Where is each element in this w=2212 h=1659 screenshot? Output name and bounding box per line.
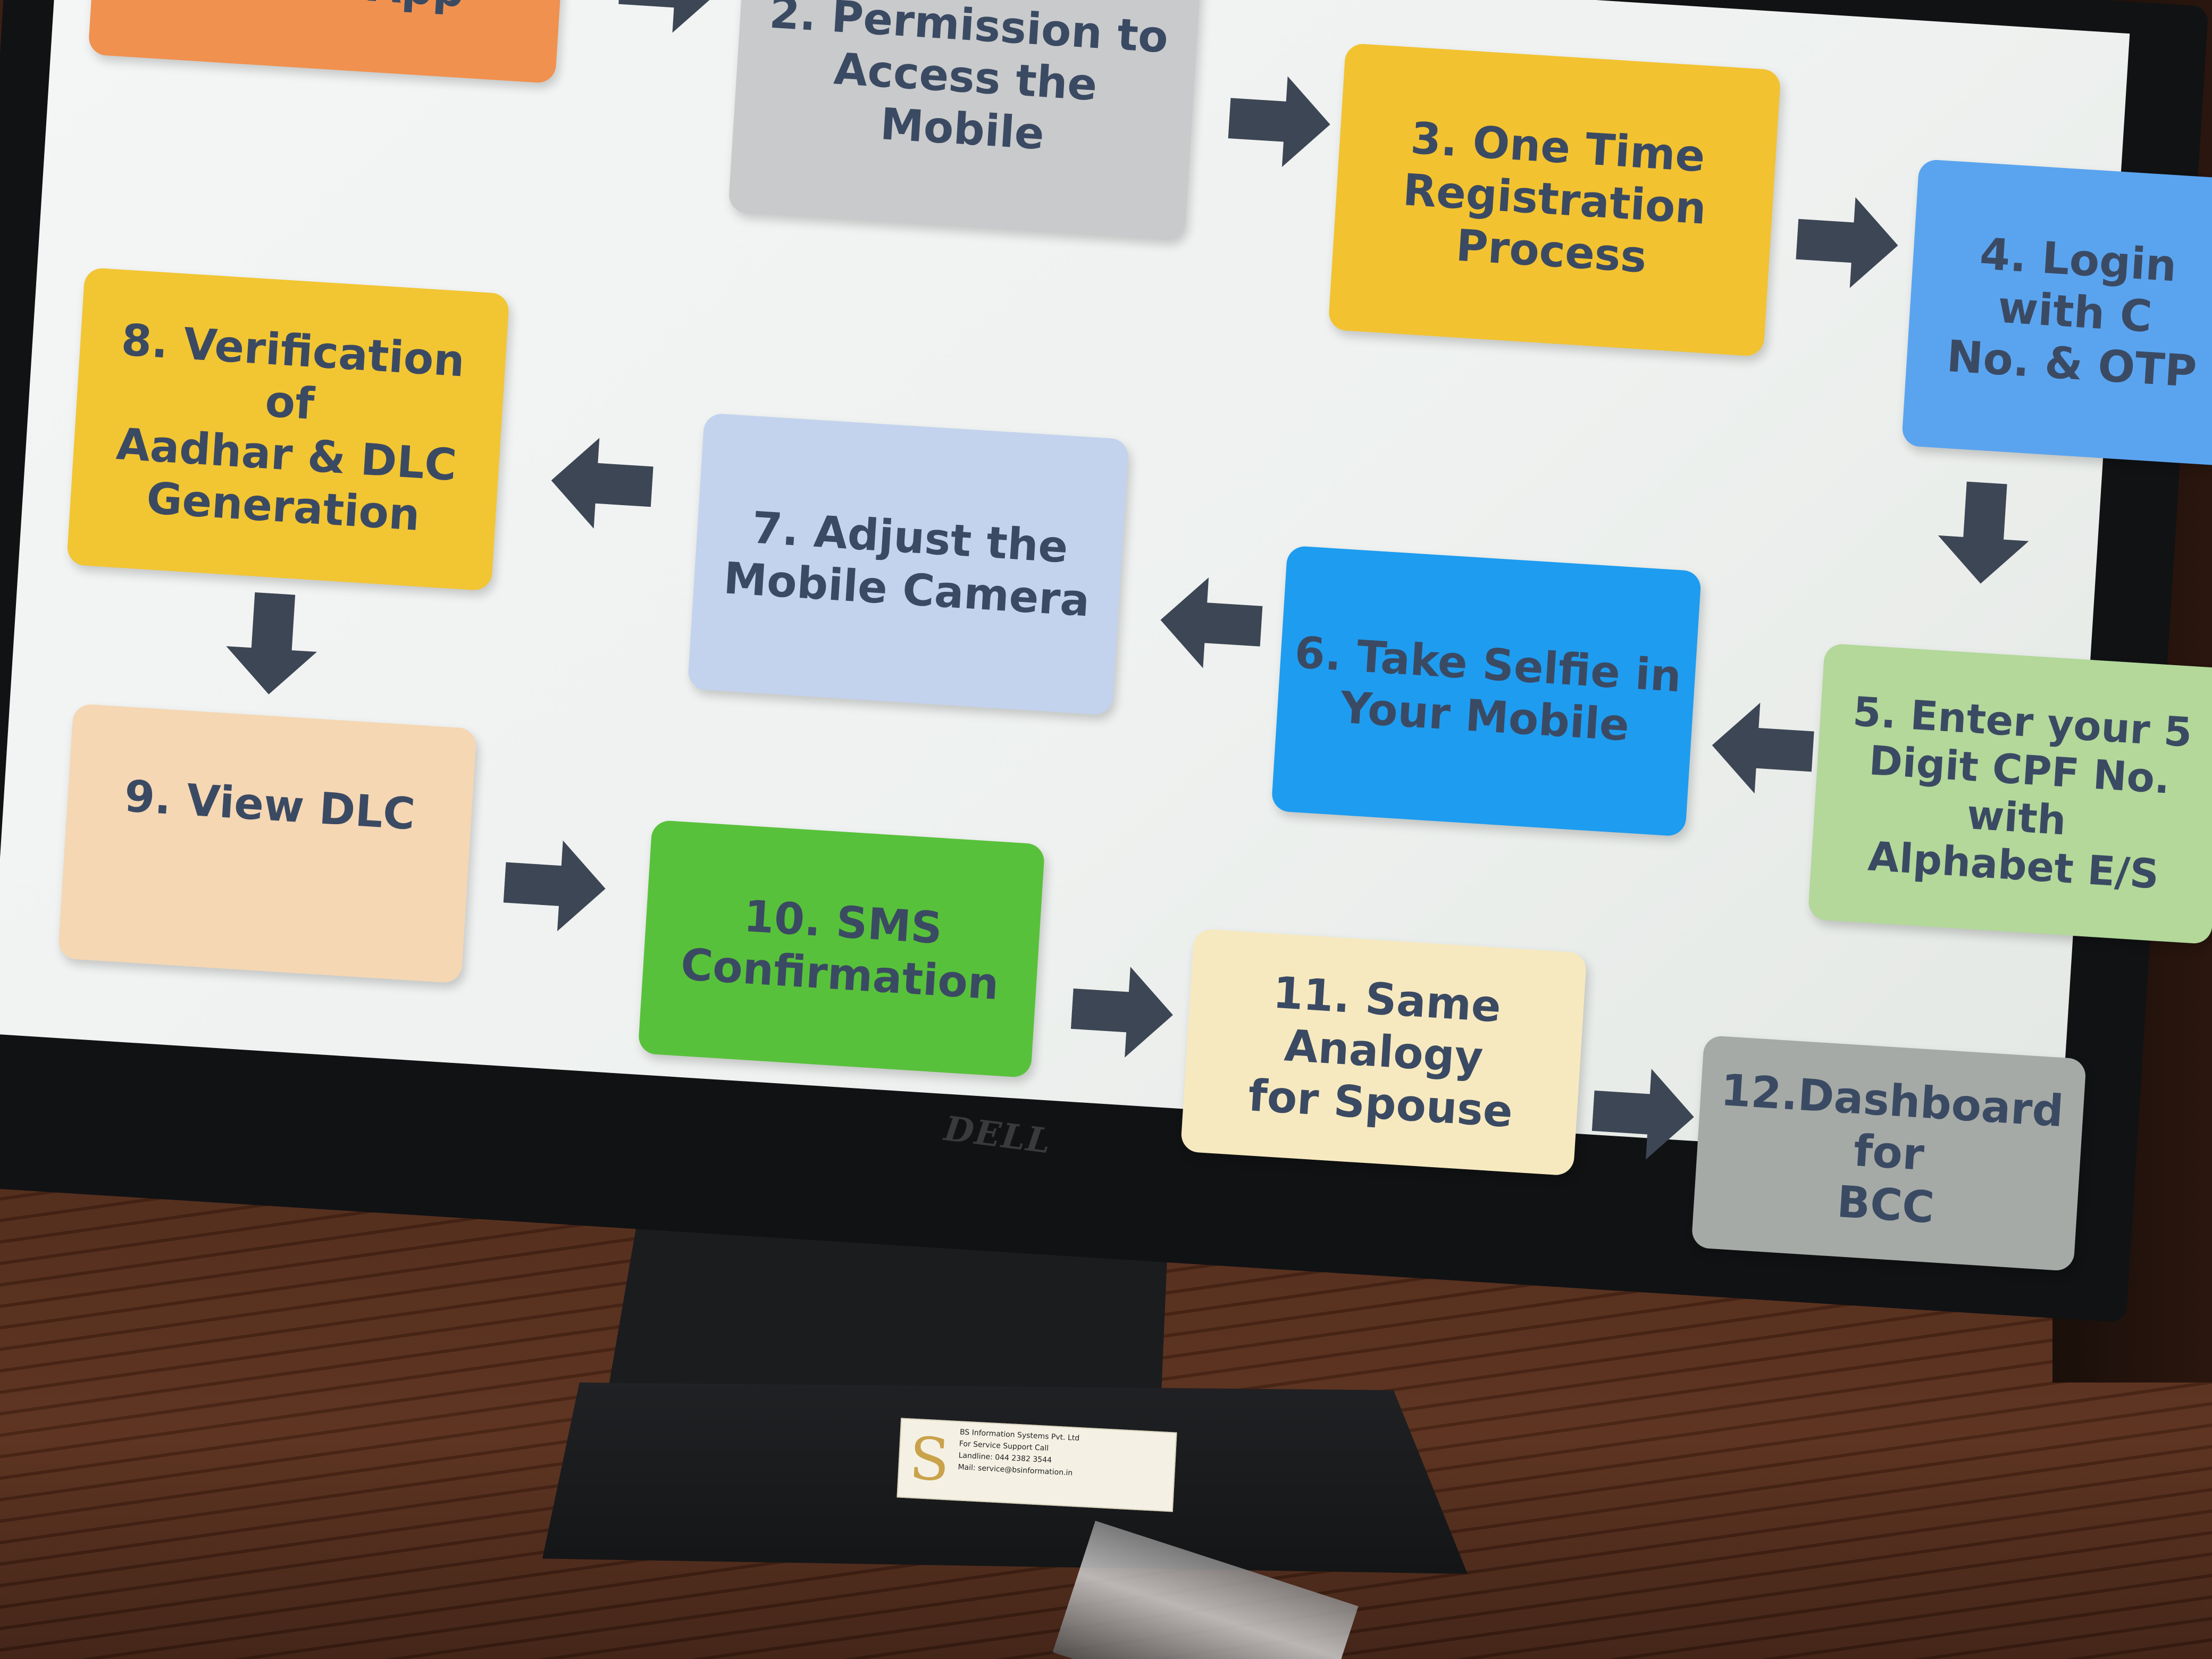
step-9-box: 9. View DLC	[57, 703, 477, 984]
step-6-label: 6. Take Selfie in Your Mobile	[1293, 627, 1683, 751]
step-5-label: 5. Enter your 5 Digit CPF No. with Alpha…	[1851, 688, 2194, 898]
step-1-box: 1. Download Mobile App	[88, 0, 569, 84]
arrow-down-icon	[219, 590, 326, 698]
step-10-label: 10. SMS Confirmation	[679, 891, 1001, 1010]
step-9-label: 9. View DLC	[123, 771, 417, 840]
arrow-left-icon	[548, 430, 656, 538]
monitor-screen: 1. Download Mobile App 2. Permission to …	[0, 0, 2212, 1272]
arrow-right-icon	[1226, 68, 1334, 175]
step-7-box: 7. Adjust the Mobile Camera	[687, 413, 1129, 716]
monitor-brand-logo: DELL	[942, 1109, 1054, 1162]
arrow-down-icon	[1930, 480, 2038, 587]
arrow-right-icon	[1069, 958, 1176, 1066]
arrow-left-icon	[1157, 569, 1264, 677]
step-2-box: 2. Permission to Access the Mobile	[728, 0, 1203, 241]
step-6-box: 6. Take Selfie in Your Mobile	[1271, 545, 1702, 837]
step-3-label: 3. One Time Registration Process	[1401, 113, 1708, 283]
step-11-box: 11. Same Analogy for Spouse	[1180, 928, 1587, 1176]
step-12-label: 12.Dashboard for BCC	[1719, 1065, 2065, 1234]
step-2-label: 2. Permission to Access the Mobile	[768, 0, 1170, 160]
step-5-box: 5. Enter your 5 Digit CPF No. with Alpha…	[1807, 643, 2212, 945]
arrow-right-icon	[1590, 1060, 1697, 1168]
step-12-box: 12.Dashboard for BCC	[1691, 1035, 2087, 1272]
step-7-label: 7. Adjust the Mobile Camera	[722, 502, 1092, 627]
step-8-box: 8. Verification of Aadhar & DLC Generati…	[66, 267, 510, 591]
step-3-box: 3. One Time Registration Process	[1328, 43, 1781, 357]
step-10-box: 10. SMS Confirmation	[638, 819, 1045, 1078]
step-8-label: 8. Verification of Aadhar & DLC Generati…	[114, 315, 466, 541]
arrow-right-icon	[617, 0, 724, 40]
arrow-right-icon	[1794, 189, 1901, 296]
arrow-right-icon	[501, 832, 609, 940]
step-4-label: 4. Login with C No. & OTP	[1945, 229, 2198, 398]
arrow-left-icon	[1709, 695, 1816, 802]
monitor-bezel: 1. Download Mobile App 2. Permission to …	[0, 0, 2212, 1323]
step-4-box: 4. Login with C No. & OTP	[1901, 158, 2212, 466]
service-sticker: S BS Information Systems Pvt. Ltd For Se…	[896, 1418, 1177, 1512]
step-1-label: 1. Download Mobile App	[173, 0, 484, 19]
step-11-label: 11. Same Analogy for Spouse	[1246, 967, 1514, 1138]
company-logo-icon: S	[907, 1424, 951, 1495]
